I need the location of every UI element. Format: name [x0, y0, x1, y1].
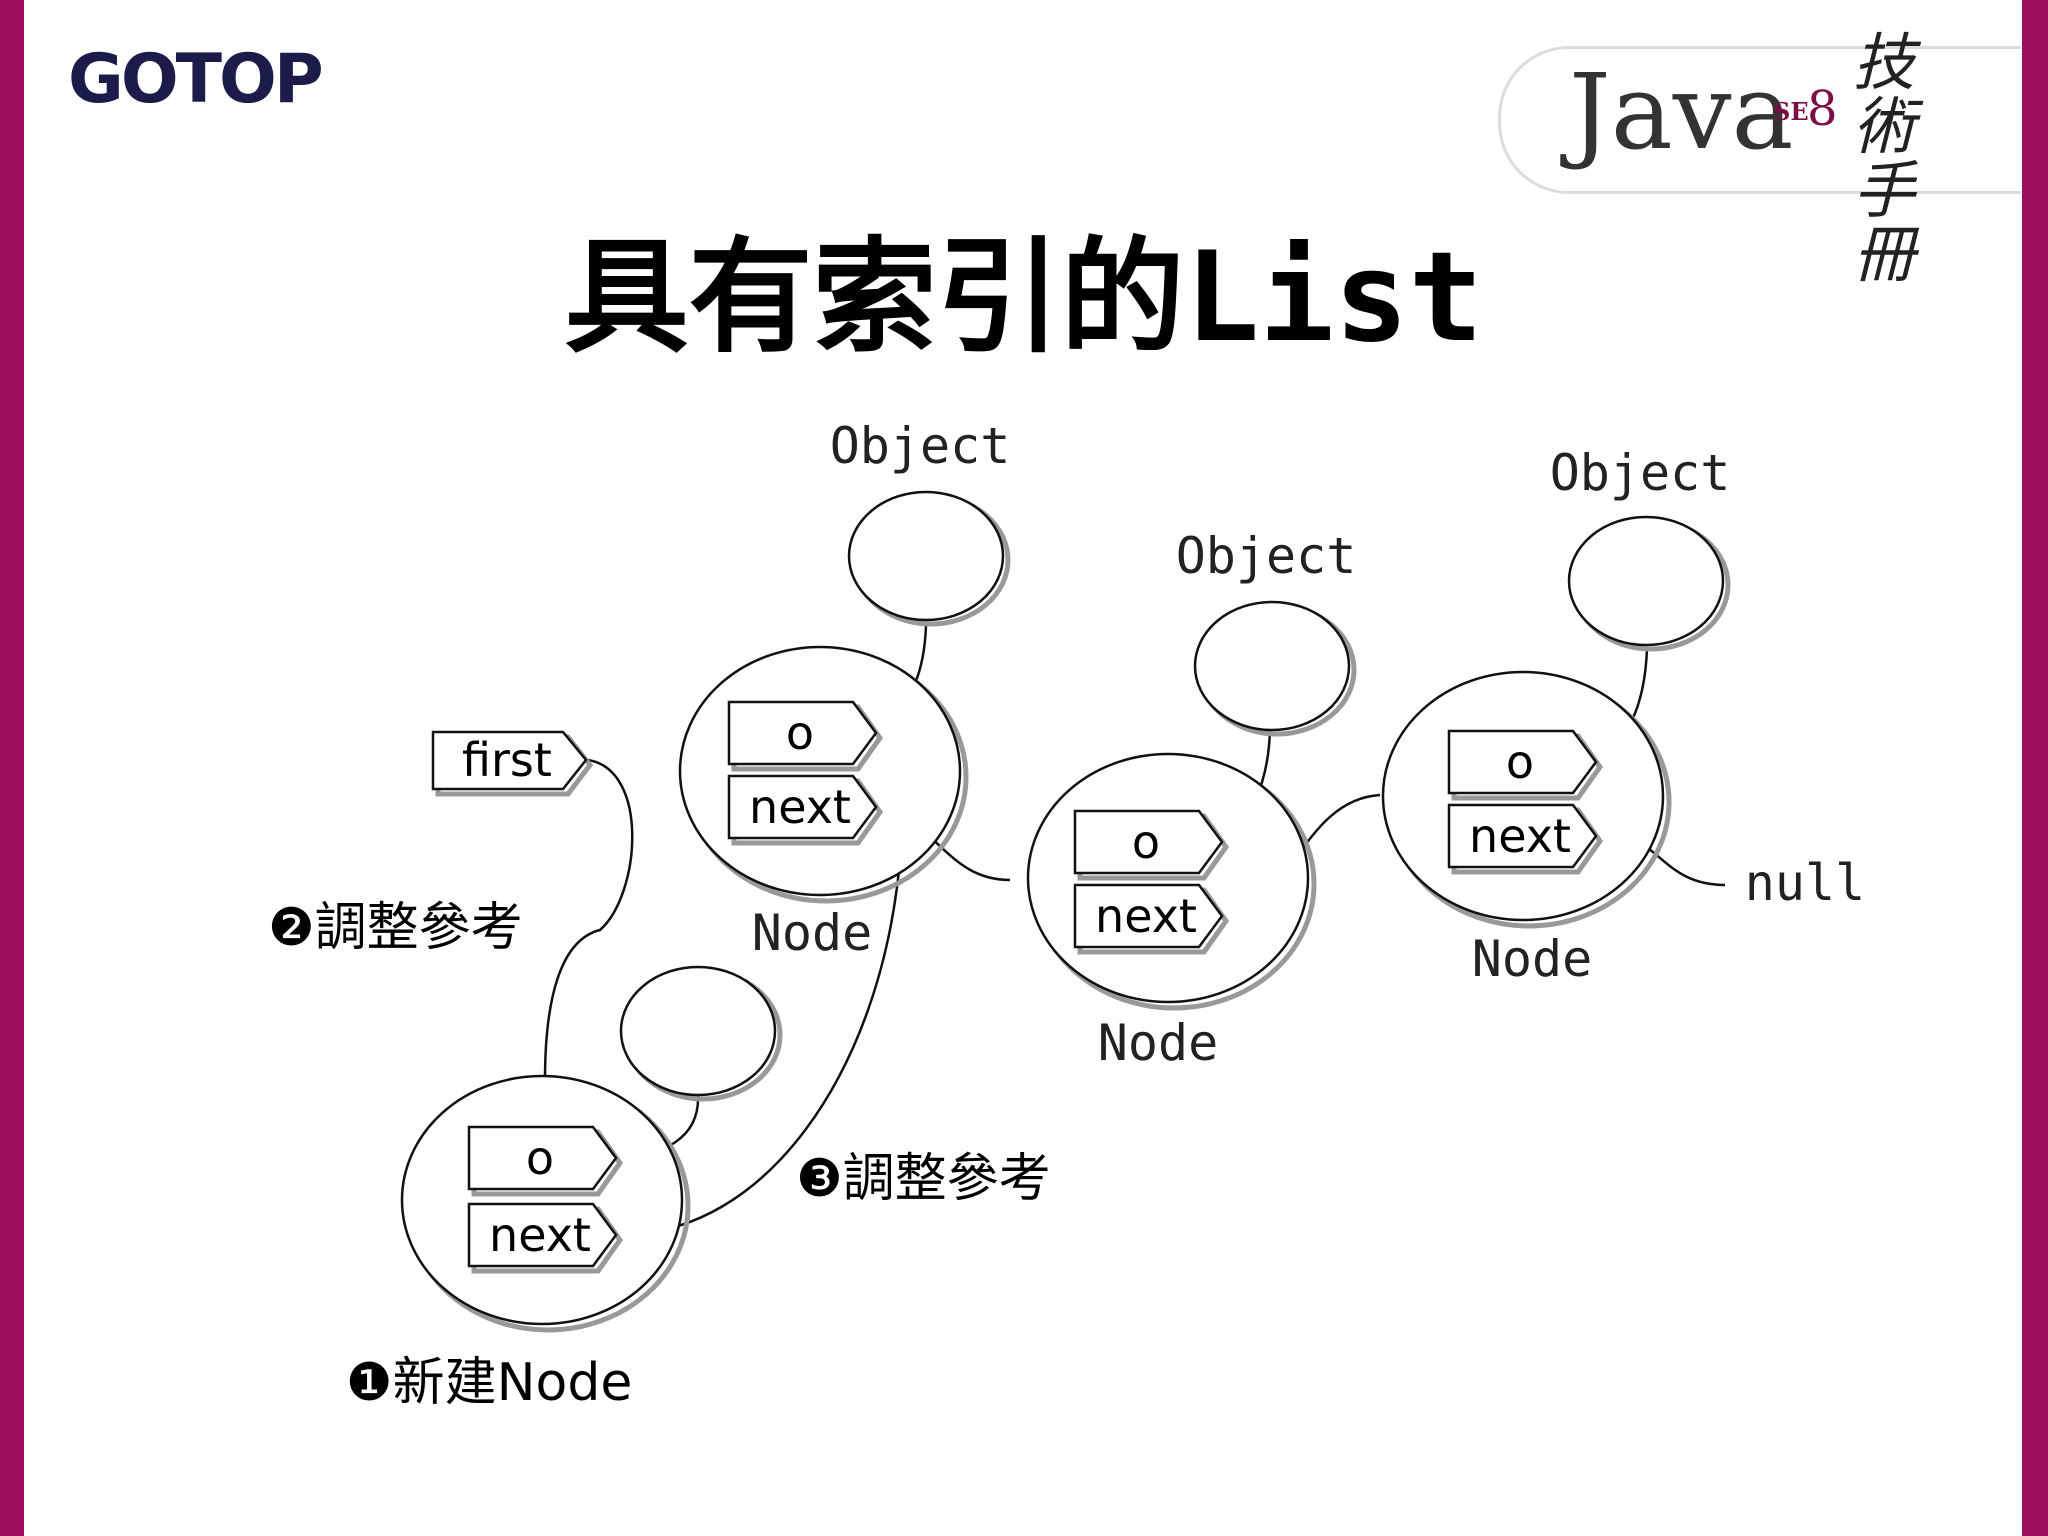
first-field [431, 730, 588, 791]
object-label-1: Object [830, 417, 1011, 475]
node-circle-new [400, 1074, 684, 1326]
node3-o-text: o [1506, 735, 1534, 789]
node-label-3: Node [1472, 930, 1592, 988]
node1-next-text: next [749, 780, 851, 834]
step1-label: ❶新建Node [346, 1353, 632, 1413]
node2-field-o [1073, 809, 1224, 875]
wire-first-to-new-node [543, 758, 634, 1081]
node1-o-text: o [786, 706, 814, 760]
object-circle-1 [847, 490, 1005, 622]
node2-field-next [1073, 883, 1224, 949]
node2-next-text: next [1095, 889, 1197, 943]
node-label-2: Node [1098, 1014, 1218, 1072]
title-main: 具有索引的 [564, 226, 1185, 370]
newnode-next-text: next [489, 1208, 591, 1262]
object-circle-2 [1193, 600, 1351, 732]
right-frame-bar [2022, 0, 2048, 1536]
object-circle-new [619, 965, 777, 1097]
step3-label: ❸調整參考 [796, 1149, 1051, 1209]
null-label: null [1745, 854, 1865, 912]
newnode-field-next [467, 1202, 618, 1268]
object-label-3: Object [1550, 444, 1731, 502]
node1-field-next [727, 774, 878, 840]
first-text: first [462, 733, 552, 787]
badge-se-text: SE [1773, 97, 1809, 126]
node3-field-o [1447, 729, 1598, 795]
newnode-o-text: o [526, 1131, 554, 1185]
node1-field-o [727, 700, 878, 766]
gotop-logo: GOTOP [68, 40, 324, 119]
step2-label: ❷調整參考 [268, 898, 523, 958]
badge-version-text: 8 [1807, 81, 1838, 137]
newnode-field-o [467, 1125, 618, 1191]
object-circle-3 [1567, 515, 1725, 647]
object-label-2: Object [1176, 527, 1357, 585]
java-badge: Java SE 8 技術手冊 [1498, 31, 2021, 287]
badge-java-text: Java [1569, 51, 1794, 173]
left-frame-bar [0, 0, 24, 1536]
node3-next-text: next [1469, 809, 1571, 863]
page-title: 具有索引的List [0, 196, 2048, 376]
node-label-1: Node [752, 904, 872, 962]
title-code: List [1184, 226, 1484, 370]
node3-field-next [1447, 803, 1598, 869]
node2-o-text: o [1132, 815, 1160, 869]
badge-subtitle-text: 技術手冊 [1853, 26, 1916, 291]
